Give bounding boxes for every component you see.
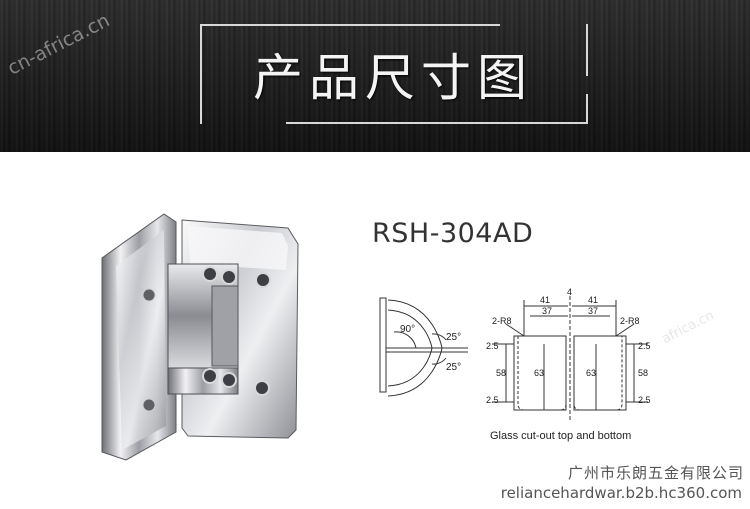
company-site: reliancehardwar.b2b.hc360.com	[500, 484, 742, 502]
dim-63-left: 63	[534, 368, 544, 378]
dim-radius-left: 2-R8	[492, 316, 512, 326]
dim-63-right: 63	[586, 368, 596, 378]
dim-58-right: 58	[638, 368, 648, 378]
dim-radius-right: 2-R8	[620, 316, 640, 326]
dim-center: 4	[567, 287, 572, 297]
dim-41-right: 41	[588, 295, 598, 305]
angle-a-label: 25°	[446, 332, 461, 343]
dim-58-left: 58	[496, 368, 506, 378]
product-model: RSH-304AD	[372, 218, 534, 249]
company-name: 广州市乐朗五金有限公司	[567, 464, 744, 482]
dim-37-right: 37	[588, 306, 598, 316]
rotation-diagram: 90° 25° 25°	[379, 297, 468, 397]
dim-top-right: 2.5	[638, 341, 651, 351]
product-image	[101, 213, 299, 461]
angle-main-label: 90°	[400, 324, 415, 335]
cutout-caption: Glass cut-out top and bottom	[490, 430, 632, 442]
dim-bottom-right: 2.5	[638, 395, 651, 405]
dim-bottom-left: 2.5	[486, 395, 499, 405]
dim-37-left: 37	[542, 306, 552, 316]
cutout-diagram: 4 41 41 37 37 2-R8 2-R8 2.5 2.5 2.5 2.5 …	[486, 287, 651, 420]
dim-top-left: 2.5	[486, 341, 499, 351]
angle-b-label: 25°	[446, 362, 461, 373]
title-frame	[200, 24, 588, 124]
dim-41-left: 41	[540, 295, 550, 305]
page-title: 产品尺寸图	[253, 49, 533, 107]
watermark-faint: africa.cn	[659, 308, 717, 347]
